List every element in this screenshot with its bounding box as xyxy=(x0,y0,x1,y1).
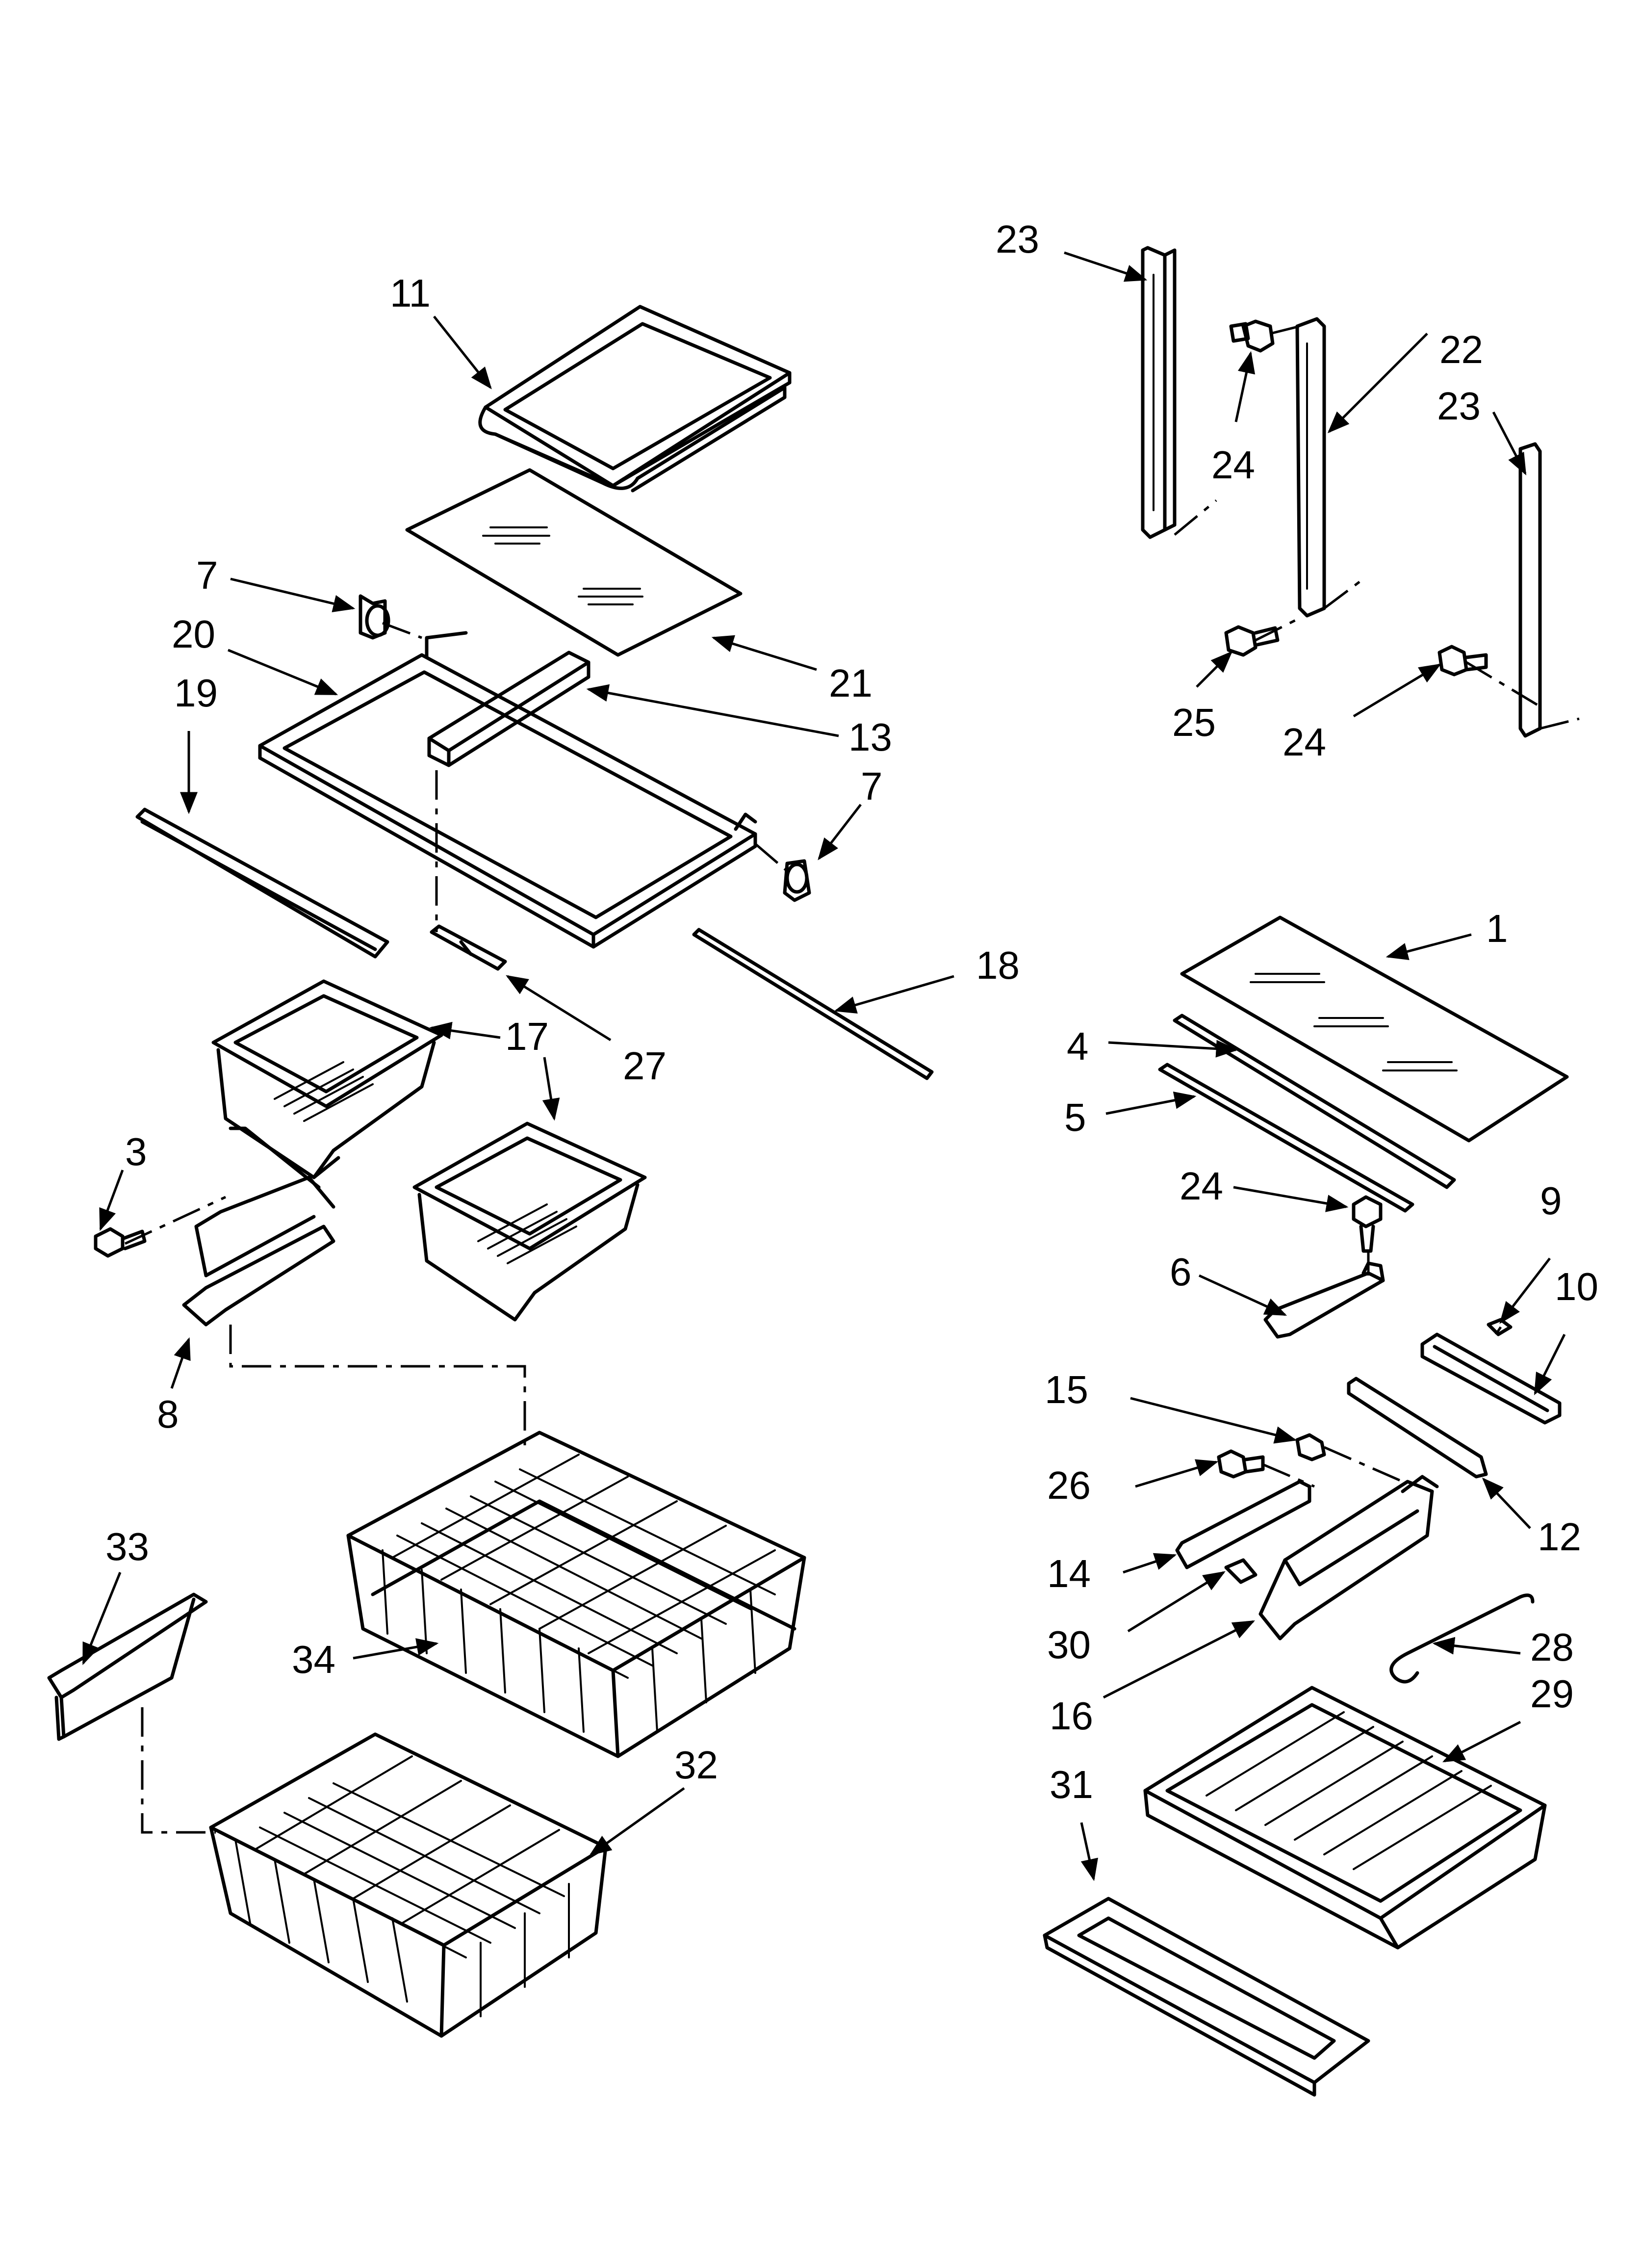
callout-17: 17 xyxy=(505,1015,549,1058)
callout-24-right: 24 xyxy=(1283,720,1326,764)
divider-33 xyxy=(47,1592,208,1741)
screw-3 xyxy=(94,1227,147,1258)
bin-17-right xyxy=(412,1121,647,1322)
callout-22: 22 xyxy=(1439,328,1483,371)
rail-23-right xyxy=(1518,442,1542,738)
trim-4 xyxy=(1173,1014,1456,1189)
callout-26: 26 xyxy=(1047,1463,1091,1507)
clip-30 xyxy=(1224,1558,1257,1584)
screw-24-top xyxy=(1229,319,1275,353)
callout-labels: 11 7 20 19 21 13 7 18 17 27 3 8 33 34 32… xyxy=(105,217,1598,1806)
callout-6: 6 xyxy=(1170,1250,1192,1294)
trim-strip-19 xyxy=(135,808,389,959)
clip-27 xyxy=(430,924,507,971)
shelf-frame-20 xyxy=(258,631,757,949)
callout-33: 33 xyxy=(105,1525,149,1568)
slide-rail-13 xyxy=(427,651,590,767)
callout-32: 32 xyxy=(674,1743,718,1787)
callout-14: 14 xyxy=(1047,1552,1091,1595)
slide-14 xyxy=(1175,1480,1311,1569)
callout-5: 5 xyxy=(1064,1095,1086,1139)
bracket-16 xyxy=(1258,1475,1439,1641)
tray-29 xyxy=(1143,1686,1547,1950)
wire-basket-34 xyxy=(346,1431,806,1758)
wire-28 xyxy=(1389,1593,1535,1684)
callout-1: 1 xyxy=(1486,907,1508,950)
callout-7-right: 7 xyxy=(861,764,883,808)
wire-basket-32 xyxy=(209,1732,608,2038)
glass-shelf-1 xyxy=(1180,915,1569,1143)
callout-4: 4 xyxy=(1067,1024,1089,1068)
callout-9: 9 xyxy=(1540,1179,1562,1223)
callout-21: 21 xyxy=(829,661,872,705)
shelf-frame-11 xyxy=(478,305,792,493)
glass-shelf-21 xyxy=(405,468,743,657)
callout-8: 8 xyxy=(157,1392,179,1436)
screw-25 xyxy=(1224,625,1280,657)
rail-22 xyxy=(1295,317,1326,618)
callout-31: 31 xyxy=(1050,1763,1093,1806)
callout-25: 25 xyxy=(1172,701,1216,744)
rail-12 xyxy=(1347,1377,1488,1479)
rail-23-left xyxy=(1141,246,1177,539)
screw-26 xyxy=(1217,1449,1265,1479)
rail-10 xyxy=(1420,1332,1562,1425)
callout-10: 10 xyxy=(1555,1265,1598,1308)
bin-17-left xyxy=(211,979,443,1179)
connector-lines xyxy=(124,325,1580,1834)
bracket-6 xyxy=(1263,1261,1385,1339)
callout-23-top: 23 xyxy=(996,217,1039,261)
callout-7-left: 7 xyxy=(196,553,218,597)
leader-arrows xyxy=(82,251,1566,1881)
screw-24-mid xyxy=(1352,1195,1383,1253)
callout-24-top: 24 xyxy=(1211,443,1255,487)
handle-31 xyxy=(1043,1897,1370,2097)
bracket-8 xyxy=(182,1126,335,1327)
clip-7-left xyxy=(359,594,390,640)
callout-11: 11 xyxy=(390,271,431,315)
callout-12: 12 xyxy=(1538,1515,1581,1559)
callout-3: 3 xyxy=(125,1130,147,1173)
clip-7-right xyxy=(783,859,811,902)
callout-27: 27 xyxy=(623,1044,667,1088)
callout-34: 34 xyxy=(292,1638,335,1681)
trim-5 xyxy=(1158,1063,1414,1213)
callout-19: 19 xyxy=(174,671,218,715)
callout-28: 28 xyxy=(1530,1625,1574,1669)
screw-15 xyxy=(1295,1433,1326,1461)
callout-20: 20 xyxy=(172,612,215,656)
callout-29: 29 xyxy=(1530,1672,1574,1716)
callout-13: 13 xyxy=(848,715,892,759)
callout-15: 15 xyxy=(1045,1368,1088,1411)
callout-30: 30 xyxy=(1047,1623,1091,1667)
callout-24-mid: 24 xyxy=(1180,1164,1223,1208)
rod-18 xyxy=(692,928,934,1080)
callout-16: 16 xyxy=(1050,1694,1093,1738)
clip-9 xyxy=(1487,1318,1513,1336)
callout-18: 18 xyxy=(976,943,1020,987)
callout-23-right: 23 xyxy=(1437,384,1481,428)
